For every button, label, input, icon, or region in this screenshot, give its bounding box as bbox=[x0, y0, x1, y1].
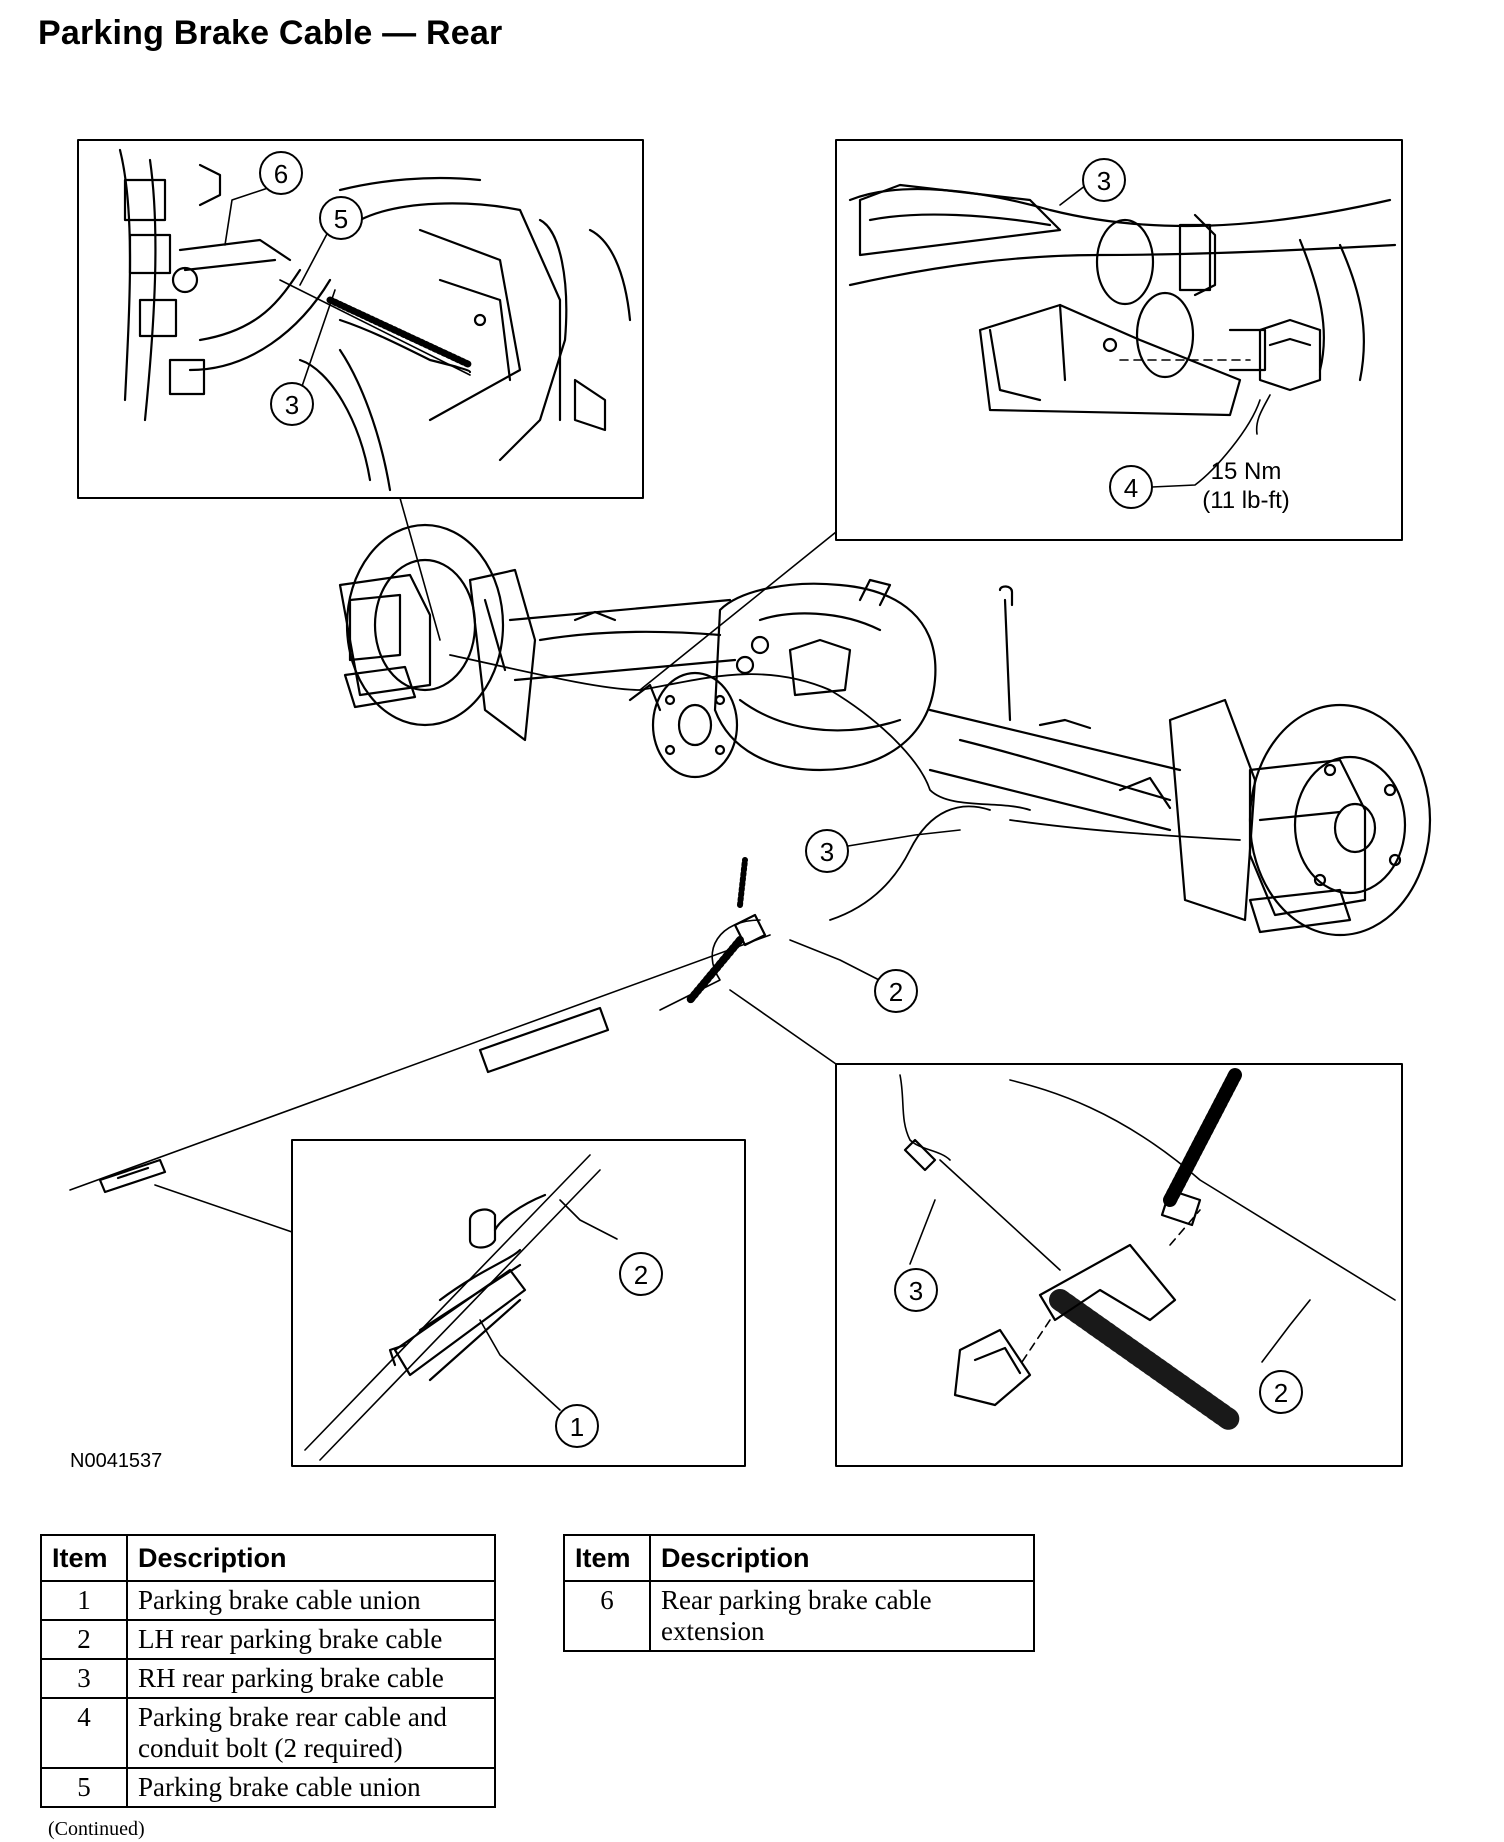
detail-frame-upper-right bbox=[835, 139, 1403, 541]
upper-left-detail-artwork bbox=[118, 148, 632, 492]
legend-table-left: Item Description 1 Parking brake cable u… bbox=[40, 1534, 496, 1808]
legend-header-item: Item bbox=[563, 1534, 651, 1582]
callout-circle-main-3 bbox=[805, 829, 849, 873]
callout-label-ul-5: 5 bbox=[334, 204, 348, 234]
legend-row: 4 Parking brake rear cable and conduit b… bbox=[40, 1697, 496, 1769]
detail-frame-upper-left bbox=[77, 139, 644, 499]
legend-header-description: Description bbox=[126, 1534, 496, 1582]
legend-table-right: Item Description 6 Rear parking brake ca… bbox=[563, 1534, 1035, 1652]
rear-axle-artwork bbox=[338, 523, 1432, 937]
callout-label-ul-6: 6 bbox=[274, 159, 288, 189]
continued-note: (Continued) bbox=[48, 1818, 145, 1840]
callout-label-main-3: 3 bbox=[820, 837, 834, 867]
legend-header-description: Description bbox=[649, 1534, 1035, 1582]
legend-item-description: Parking brake cable union bbox=[126, 1767, 496, 1808]
upper-right-detail-artwork bbox=[848, 183, 1397, 435]
legend-row: 5 Parking brake cable union bbox=[40, 1767, 496, 1808]
lower-left-detail-artwork bbox=[304, 1154, 601, 1461]
legend-item-number: 5 bbox=[40, 1767, 128, 1808]
legend-item-description: LH rear parking brake cable bbox=[126, 1619, 496, 1660]
legend-item-description: Rear parking brake cable extension bbox=[649, 1580, 1035, 1652]
callout-label-main-2: 2 bbox=[889, 977, 903, 1007]
leader-lines bbox=[154, 181, 1311, 1411]
callout-circle-main-2 bbox=[874, 969, 918, 1013]
figure-id: N0041537 bbox=[70, 1450, 163, 1472]
callout-label-ul-3: 3 bbox=[285, 390, 299, 420]
callout-label-lr-2: 2 bbox=[1274, 1378, 1288, 1408]
callout-circle-ur-4 bbox=[1109, 465, 1153, 509]
legend-item-description: Parking brake cable union bbox=[126, 1580, 496, 1621]
legend-item-description: RH rear parking brake cable bbox=[126, 1658, 496, 1699]
legend-row: 2 LH rear parking brake cable bbox=[40, 1619, 496, 1660]
torque-spec-lbft: (11 lb-ft) bbox=[1202, 487, 1290, 514]
callout-label-ll-2: 2 bbox=[634, 1260, 648, 1290]
legend-row: 6 Rear parking brake cable extension bbox=[563, 1580, 1035, 1652]
lower-right-detail-artwork bbox=[899, 1068, 1396, 1431]
torque-spec-nm: 15 Nm bbox=[1211, 458, 1282, 485]
legend-item-number: 1 bbox=[40, 1580, 128, 1621]
callout-circle-lr-3 bbox=[894, 1268, 938, 1312]
callout-circle-ul-5 bbox=[319, 196, 363, 240]
legend-row: 3 RH rear parking brake cable bbox=[40, 1658, 496, 1699]
legend-item-number: 3 bbox=[40, 1658, 128, 1699]
callout-circle-ll-1 bbox=[555, 1404, 599, 1448]
page-title: Parking Brake Cable — Rear bbox=[38, 14, 503, 52]
callout-label-ll-1: 1 bbox=[570, 1412, 584, 1442]
callout-label-lr-3: 3 bbox=[909, 1276, 923, 1306]
legend-item-number: 2 bbox=[40, 1619, 128, 1660]
detail-frame-lower-left bbox=[291, 1139, 746, 1467]
callout-label-ur-3: 3 bbox=[1097, 166, 1111, 196]
callout-circle-ll-2 bbox=[619, 1252, 663, 1296]
callout-circle-ul-6 bbox=[259, 151, 303, 195]
callout-circle-ul-3 bbox=[270, 382, 314, 426]
legend-row: 1 Parking brake cable union bbox=[40, 1580, 496, 1621]
detail-frame-lower-right bbox=[835, 1063, 1403, 1467]
callout-circle-lr-2 bbox=[1259, 1370, 1303, 1414]
callout-label-ur-4: 4 bbox=[1124, 473, 1138, 503]
legend-header-item: Item bbox=[40, 1534, 128, 1582]
legend-item-number: 4 bbox=[40, 1697, 128, 1769]
legend-item-description: Parking brake rear cable and conduit bol… bbox=[126, 1697, 496, 1769]
callout-circle-ur-3 bbox=[1082, 158, 1126, 202]
legend-item-number: 6 bbox=[563, 1580, 651, 1652]
parking-brake-cables bbox=[69, 654, 1241, 1194]
